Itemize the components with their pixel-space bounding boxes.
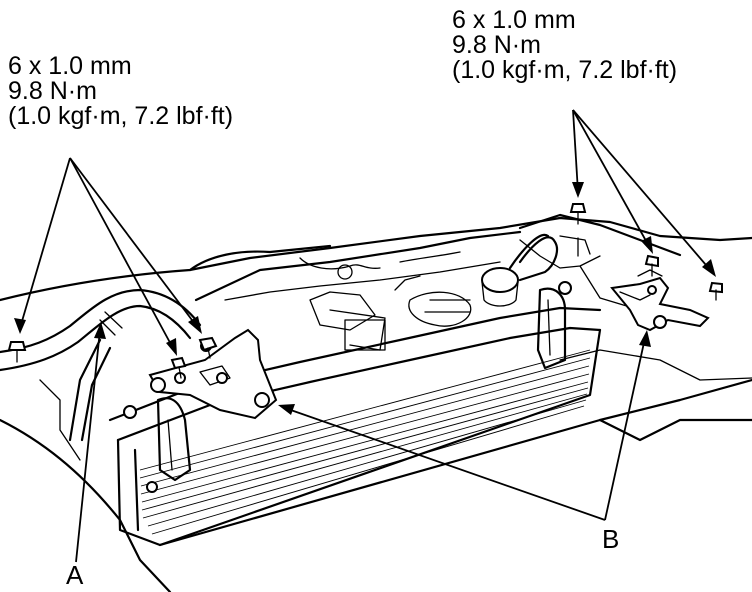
left-torque-callout: 6 x 1.0 mm 9.8 N·m (1.0 kgf·m, 7.2 lbf·f…	[8, 54, 233, 129]
left-bolt-size: 6 x 1.0 mm	[8, 52, 132, 80]
left-torque-value: 9.8 N·m	[8, 77, 97, 105]
label-a: A	[66, 560, 84, 590]
right-torque-alt: (1.0 kgf·m, 7.2 lbf·ft)	[452, 56, 678, 84]
radiator-assembly	[0, 281, 752, 592]
right-torque-value: 9.8 N·m	[452, 31, 541, 59]
bolt-left-3	[170, 356, 187, 379]
left-torque-alt: (1.0 kgf·m, 7.2 lbf·ft)	[8, 102, 234, 130]
label-b: B	[602, 524, 620, 554]
bolt-left-2	[198, 336, 218, 359]
bolt-left-1	[7, 341, 27, 363]
leader-lines	[14, 109, 716, 563]
engine-bay-outline	[0, 213, 752, 351]
right-torque-callout: 6 x 1.0 mm 9.8 N·m (1.0 kgf·m, 7.2 lbf·f…	[452, 8, 677, 83]
bracket-b-left	[148, 328, 278, 420]
bolt-right-2	[644, 254, 659, 277]
hoses	[0, 233, 591, 442]
bolts	[7, 203, 723, 379]
bolt-right-3	[708, 281, 723, 301]
bracket-b-right	[610, 269, 710, 332]
bolt-right-1	[569, 203, 587, 225]
right-bolt-size: 6 x 1.0 mm	[452, 6, 576, 34]
